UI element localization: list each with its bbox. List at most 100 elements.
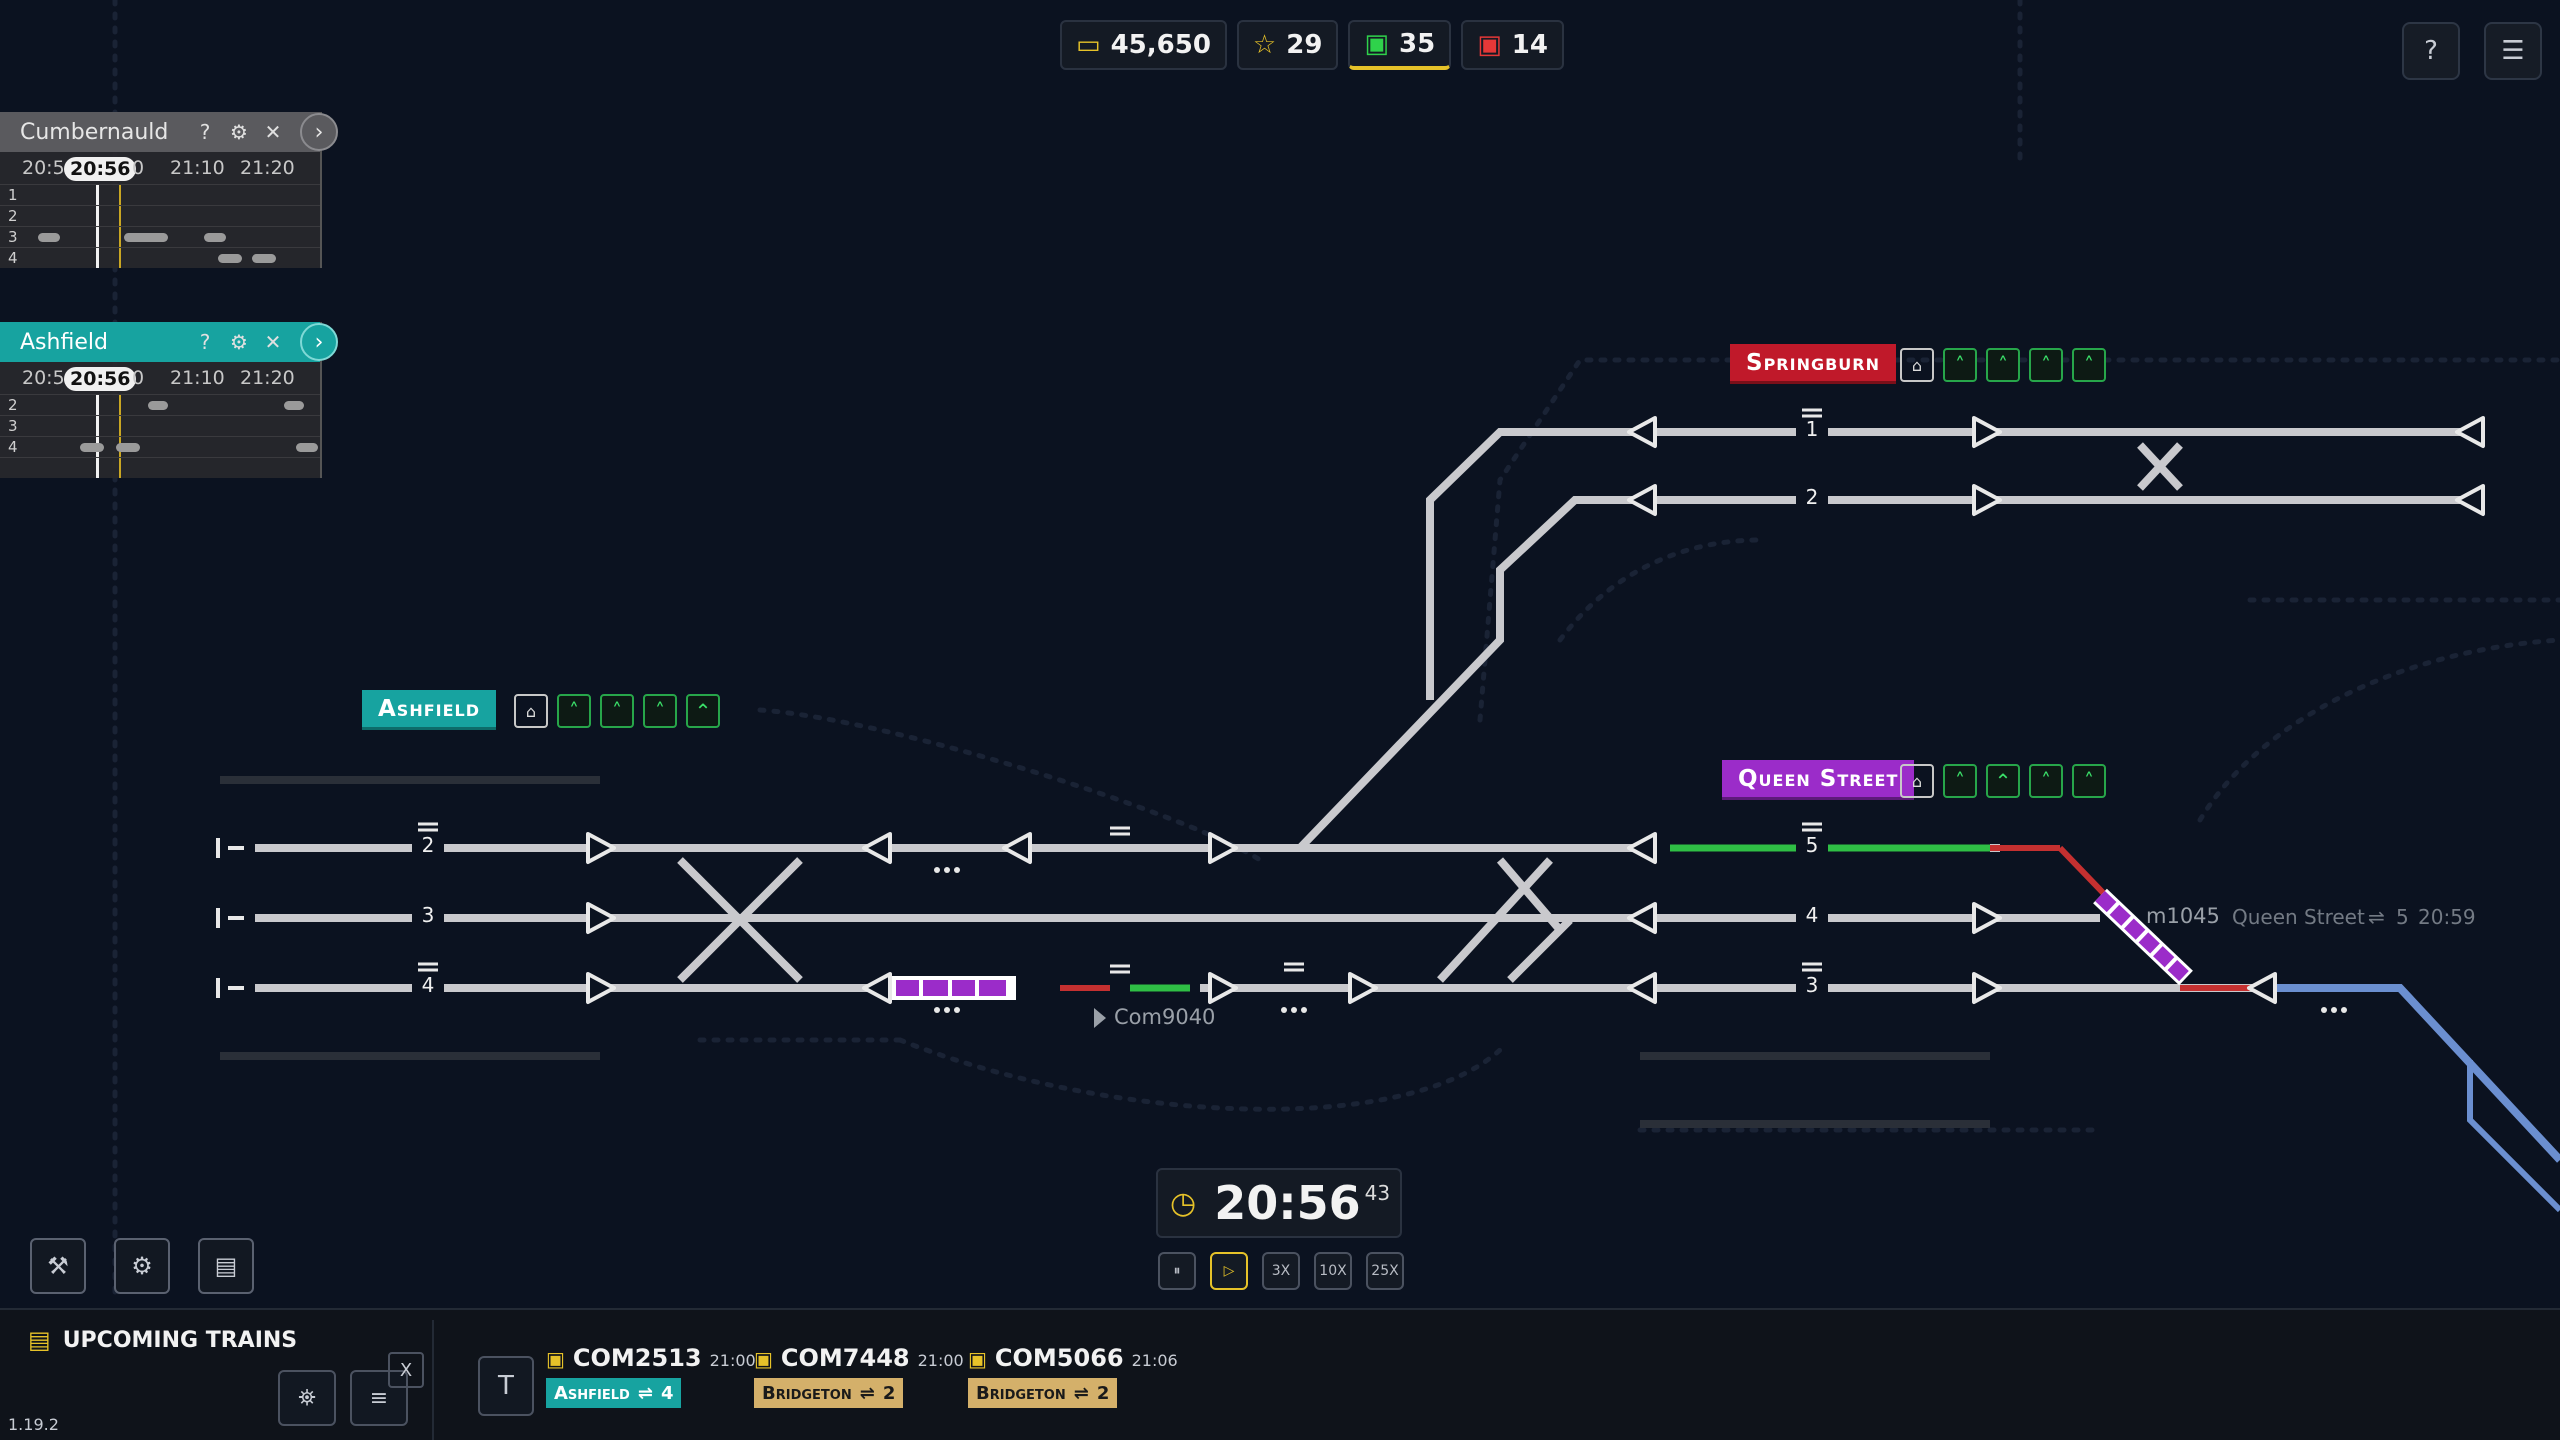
train-label[interactable]: Com9040 bbox=[1114, 1005, 1216, 1029]
upgrade-icon[interactable]: ˄ bbox=[1943, 348, 1977, 382]
on-time-trains-value: 35 bbox=[1399, 29, 1436, 59]
upcoming-train[interactable]: ▣ COM7448 21:00 Bridgeton ⇌ 2 bbox=[754, 1344, 964, 1408]
upgrade-icon[interactable]: ˄ bbox=[643, 694, 677, 728]
train-block[interactable] bbox=[218, 254, 242, 263]
double-upgrade-icon[interactable]: ⌃ bbox=[686, 694, 720, 728]
play-button[interactable]: ▷ bbox=[1210, 1252, 1248, 1290]
filter-station-button[interactable]: ⛯ bbox=[278, 1370, 336, 1426]
panel-header[interactable]: Ashfield ? ⚙ ✕ › bbox=[0, 322, 338, 362]
platform-row: 2 bbox=[0, 205, 320, 226]
station-label-queen-street[interactable]: Queen Street bbox=[1722, 760, 1915, 800]
time-tick: 21:10 bbox=[170, 367, 225, 389]
close-icon[interactable]: ✕ bbox=[264, 120, 282, 144]
help-button[interactable]: ? bbox=[2402, 22, 2460, 80]
station-building-icon[interactable]: ⌂ bbox=[1900, 348, 1934, 382]
chip-icon: ⚙ bbox=[131, 1252, 153, 1280]
chevron-right-icon[interactable]: › bbox=[300, 323, 338, 361]
rating-counter[interactable]: ☆ 29 bbox=[1236, 20, 1339, 70]
panel-header[interactable]: Cumbernauld ? ⚙ ✕ › bbox=[0, 112, 338, 152]
train-block[interactable] bbox=[116, 443, 140, 452]
train-icon: ▣ bbox=[754, 1347, 773, 1371]
schedule-icon: ▤ bbox=[28, 1326, 51, 1354]
on-time-trains-counter[interactable]: ▣ 35 bbox=[1348, 20, 1452, 70]
upgrade-icon[interactable]: ˄ bbox=[1986, 348, 2020, 382]
platform-number: 3 bbox=[1805, 973, 1819, 997]
train-icon: ▣ bbox=[968, 1347, 987, 1371]
platform-icon: ⇌ bbox=[1073, 1382, 1089, 1404]
station-building-icon[interactable]: ⌂ bbox=[1900, 764, 1934, 798]
platform-row: 4 bbox=[0, 436, 320, 457]
late-trains-counter[interactable]: ▣ 14 bbox=[1461, 20, 1564, 70]
close-icon[interactable]: ✕ bbox=[264, 330, 282, 354]
build-tool-button[interactable]: ⚒ bbox=[30, 1238, 86, 1294]
train-block[interactable] bbox=[296, 443, 318, 452]
notes-tool-button[interactable]: ▤ bbox=[198, 1238, 254, 1294]
late-trains-value: 14 bbox=[1511, 30, 1548, 60]
station-label-ashfield[interactable]: Ashfield bbox=[362, 690, 497, 730]
train-time: 21:06 bbox=[1131, 1351, 1178, 1370]
destination-name: Bridgeton bbox=[762, 1382, 852, 1404]
platform-row: 3 bbox=[0, 226, 320, 247]
upgrade-icon[interactable]: ˄ bbox=[2029, 764, 2063, 798]
chevron-right-icon[interactable]: › bbox=[300, 113, 338, 151]
platform-number: 2 bbox=[421, 833, 435, 857]
platform-icon: ⇌ bbox=[859, 1382, 875, 1404]
train-block[interactable] bbox=[148, 401, 168, 410]
upcoming-train[interactable]: ▣ COM2513 21:00 Ashfield ⇌ 4 bbox=[546, 1344, 756, 1408]
upgrade-icon[interactable]: ˄ bbox=[557, 694, 591, 728]
platform-row: 1 bbox=[0, 184, 320, 205]
gear-icon[interactable]: ⚙ bbox=[230, 330, 248, 354]
help-icon: ? bbox=[2424, 36, 2438, 66]
train-block[interactable] bbox=[80, 443, 104, 452]
station-tools-ashfield: ⌂ ˄ ˄ ˄ ⌃ bbox=[514, 694, 720, 728]
timetable-panel-ashfield: Ashfield ? ⚙ ✕ › 20:5 20:56 0 21:10 21:2… bbox=[0, 322, 338, 478]
train-icon: ▣ bbox=[546, 1347, 565, 1371]
time-tick: 21:10 bbox=[170, 157, 225, 179]
station-filter-icon: ⛯ bbox=[298, 1385, 316, 1411]
clock-time: 20:56 bbox=[1214, 1176, 1361, 1230]
platform-row bbox=[0, 457, 320, 478]
rating-value: 29 bbox=[1286, 30, 1323, 60]
current-time-badge: 20:56 bbox=[64, 367, 137, 391]
train-block[interactable] bbox=[204, 233, 226, 242]
train-block[interactable] bbox=[124, 233, 168, 242]
settings-tool-button[interactable]: ⚙ bbox=[114, 1238, 170, 1294]
clock-icon: ◷ bbox=[1170, 1185, 1197, 1221]
help-icon[interactable]: ? bbox=[199, 330, 211, 354]
wallet-icon: ▭ bbox=[1076, 30, 1101, 60]
train-block[interactable] bbox=[252, 254, 276, 263]
upgrade-icon[interactable]: ˄ bbox=[2029, 348, 2063, 382]
double-upgrade-icon[interactable]: ⌃ bbox=[1986, 764, 2020, 798]
upgrade-icon[interactable]: ˄ bbox=[600, 694, 634, 728]
divider bbox=[432, 1320, 434, 1440]
train-block[interactable] bbox=[284, 401, 304, 410]
panel-title: Cumbernauld bbox=[20, 119, 169, 145]
speed-3x-button[interactable]: 3X bbox=[1262, 1252, 1300, 1290]
upcoming-trains-header: ▤ UPCOMING TRAINS bbox=[28, 1326, 297, 1354]
station-label-springburn[interactable]: Springburn bbox=[1730, 344, 1896, 384]
station-building-icon[interactable]: ⌂ bbox=[514, 694, 548, 728]
upgrade-icon[interactable]: ˄ bbox=[2072, 348, 2106, 382]
upcoming-train[interactable]: ▣ COM5066 21:06 Bridgeton ⇌ 2 bbox=[968, 1344, 1178, 1408]
train-block[interactable] bbox=[38, 233, 60, 242]
help-icon[interactable]: ? bbox=[199, 120, 211, 144]
speed-10x-button[interactable]: 10X bbox=[1314, 1252, 1352, 1290]
close-upcoming-button[interactable]: X bbox=[388, 1352, 424, 1388]
upgrade-icon[interactable]: ˄ bbox=[1943, 764, 1977, 798]
train-id: COM7448 bbox=[780, 1344, 910, 1372]
menu-button[interactable]: ☰ bbox=[2484, 22, 2542, 80]
gear-icon[interactable]: ⚙ bbox=[230, 120, 248, 144]
platform-number: 4 bbox=[1805, 903, 1819, 927]
platform-number: 4 bbox=[660, 1382, 674, 1404]
t-button[interactable]: T bbox=[478, 1356, 534, 1416]
upgrade-icon[interactable]: ˄ bbox=[2072, 764, 2106, 798]
version-label: 1.19.2 bbox=[8, 1415, 59, 1434]
money-counter[interactable]: ▭ 45,650 bbox=[1060, 20, 1227, 70]
pause-button[interactable]: ⏸ bbox=[1158, 1252, 1196, 1290]
sliders-button[interactable]: ≡ bbox=[350, 1370, 408, 1426]
platform-number: 4 bbox=[421, 973, 435, 997]
destination-badge: Bridgeton ⇌ 2 bbox=[754, 1378, 904, 1408]
speed-25x-button[interactable]: 25X bbox=[1366, 1252, 1404, 1290]
platform-number: 2 bbox=[1805, 485, 1819, 509]
queued-train-label[interactable]: m1045 bbox=[2146, 904, 2220, 928]
